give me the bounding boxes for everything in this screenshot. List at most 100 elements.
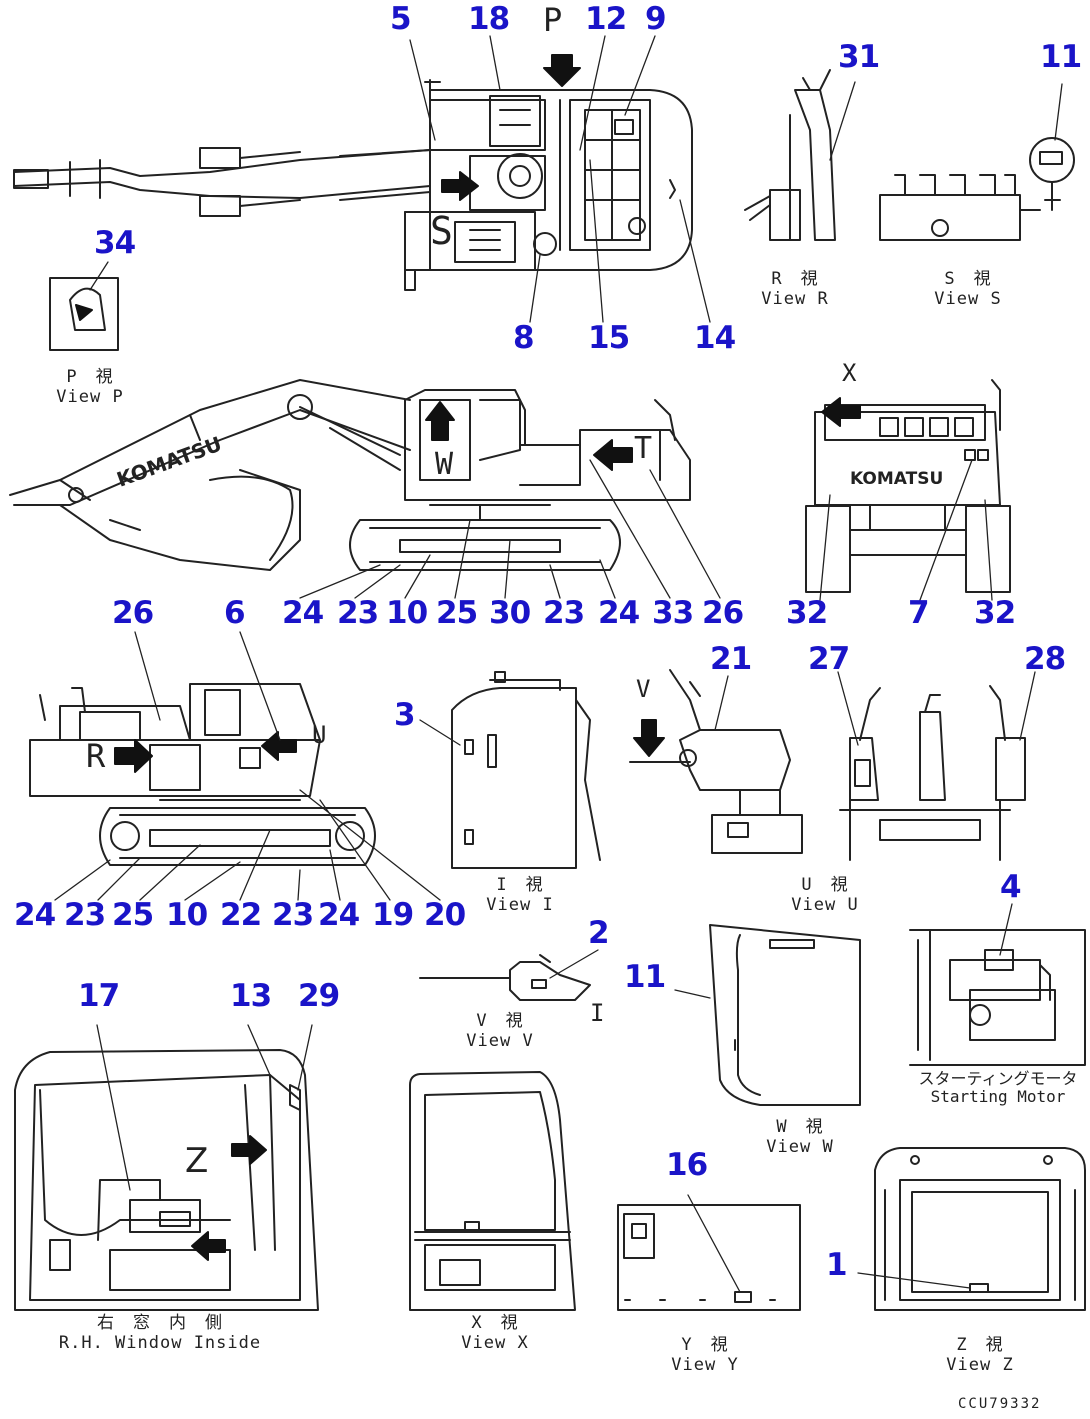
callout-26-b: 26 bbox=[112, 595, 154, 631]
arrow-letter-i: I bbox=[590, 999, 606, 1027]
label-view-z-en: View Z bbox=[946, 1354, 1014, 1375]
label-starting-motor-jp: スターティングモータ bbox=[918, 1069, 1078, 1088]
callout-6: 6 bbox=[224, 595, 246, 631]
callout-34: 34 bbox=[94, 225, 136, 261]
callout-23-c: 23 bbox=[64, 897, 106, 933]
arrow-letter-w: W bbox=[435, 447, 455, 482]
view-z-drawing bbox=[857, 1147, 1086, 1311]
callout-12: 12 bbox=[585, 1, 627, 37]
label-view-y-en: View Y bbox=[671, 1354, 739, 1375]
label-view-r-en: View R bbox=[761, 288, 829, 309]
callout-23-a: 23 bbox=[337, 595, 379, 631]
callout-24-c: 24 bbox=[14, 897, 56, 933]
label-view-x: X 視 View X bbox=[440, 1313, 550, 1353]
callout-7: 7 bbox=[908, 595, 930, 631]
callout-25-a: 25 bbox=[436, 595, 478, 631]
callout-11-bottom: 11 bbox=[624, 959, 666, 995]
callout-10-b: 10 bbox=[166, 897, 208, 933]
label-view-w-en: View W bbox=[766, 1136, 834, 1157]
callout-23-b: 23 bbox=[543, 595, 585, 631]
callout-27: 27 bbox=[808, 641, 850, 677]
label-view-p-jp: P 視 bbox=[66, 367, 114, 387]
view-y-drawing bbox=[617, 1194, 801, 1311]
label-view-u-en: View U bbox=[791, 894, 859, 915]
label-view-x-jp: X 視 bbox=[471, 1313, 519, 1333]
drawing-code: CCU79332 bbox=[958, 1396, 1042, 1412]
top-plan-view bbox=[13, 35, 711, 323]
callout-4: 4 bbox=[1000, 869, 1022, 905]
view-v-drawing bbox=[419, 949, 599, 1001]
levers-drawing bbox=[837, 671, 1036, 861]
callout-1: 1 bbox=[826, 1247, 848, 1283]
arrow-letter-s: S bbox=[430, 209, 454, 253]
label-view-i: I 視 View I bbox=[470, 875, 570, 915]
label-view-z: Z 視 View Z bbox=[925, 1335, 1035, 1375]
label-view-p: P 視 View P bbox=[40, 367, 140, 407]
callout-19: 19 bbox=[372, 897, 414, 933]
callout-26-a: 26 bbox=[702, 595, 744, 631]
label-view-u-jp: U 視 bbox=[801, 875, 849, 895]
label-view-x-en: View X bbox=[461, 1332, 529, 1353]
callout-15: 15 bbox=[588, 320, 630, 356]
callout-32-b: 32 bbox=[974, 595, 1016, 631]
label-view-w: W 視 View W bbox=[745, 1117, 855, 1157]
window-z-letter: Z bbox=[185, 1141, 208, 1181]
callout-24-b: 24 bbox=[598, 595, 640, 631]
callout-33: 33 bbox=[652, 595, 694, 631]
callout-20: 20 bbox=[424, 897, 466, 933]
starting-motor-drawing bbox=[909, 903, 1086, 1066]
view-w-drawing bbox=[674, 924, 861, 1106]
side-view-main: KOMATSU bbox=[9, 379, 721, 599]
label-view-i-jp: I 視 bbox=[496, 875, 544, 895]
arrow-letter-p: P bbox=[543, 1, 564, 39]
callout-9: 9 bbox=[645, 1, 667, 37]
callout-24-a: 24 bbox=[282, 595, 324, 631]
view-i-drawing bbox=[419, 671, 601, 869]
callout-16: 16 bbox=[666, 1147, 708, 1183]
label-starting-motor-en: Starting Motor bbox=[930, 1087, 1066, 1107]
window-inside-drawing: Z bbox=[14, 1024, 319, 1311]
label-view-w-jp: W 視 bbox=[776, 1117, 824, 1137]
callout-5: 5 bbox=[390, 1, 412, 37]
left-side-view bbox=[29, 631, 441, 901]
arrow-letter-r: R bbox=[86, 737, 107, 775]
label-window-inside-en: R.H. Window Inside bbox=[58, 1332, 262, 1353]
callout-18: 18 bbox=[468, 1, 510, 37]
callout-25-b: 25 bbox=[112, 897, 154, 933]
callout-17: 17 bbox=[78, 978, 120, 1014]
label-view-s: S 視 View S bbox=[918, 269, 1018, 309]
callout-8: 8 bbox=[513, 320, 535, 356]
label-view-r: R 視 View R bbox=[745, 269, 845, 309]
label-view-y-jp: Y 視 bbox=[681, 1335, 729, 1355]
arrow-letter-u: U bbox=[312, 721, 328, 749]
view-u-drawing bbox=[629, 669, 803, 854]
rear-brand-text: KOMATSU bbox=[850, 469, 943, 489]
callout-29: 29 bbox=[298, 978, 340, 1014]
callout-23-d: 23 bbox=[272, 897, 314, 933]
callout-31: 31 bbox=[838, 39, 880, 75]
callout-13: 13 bbox=[230, 978, 272, 1014]
label-view-s-en: View S bbox=[934, 288, 1002, 309]
label-view-z-jp: Z 視 bbox=[956, 1335, 1004, 1355]
rear-view-drawing: KOMATSU bbox=[805, 379, 1011, 601]
label-window-inside-jp: 右 窓 内 側 bbox=[97, 1313, 223, 1333]
label-view-y: Y 視 View Y bbox=[650, 1335, 760, 1375]
callout-2: 2 bbox=[588, 915, 610, 951]
callout-22: 22 bbox=[220, 897, 262, 933]
boom-brand-text: KOMATSU bbox=[114, 432, 225, 492]
callout-11-top: 11 bbox=[1040, 39, 1082, 75]
label-view-r-jp: R 視 bbox=[771, 269, 819, 289]
label-view-v-en: View V bbox=[466, 1030, 534, 1051]
label-view-i-en: View I bbox=[486, 894, 554, 915]
label-window-inside: 右 窓 内 側 R.H. Window Inside bbox=[30, 1313, 290, 1353]
label-starting-motor: スターティングモータ Starting Motor bbox=[906, 1069, 1090, 1107]
arrow-letter-v: V bbox=[636, 675, 652, 703]
arrow-letter-t: T bbox=[634, 431, 654, 466]
label-view-s-jp: S 視 bbox=[944, 269, 992, 289]
view-r-drawing bbox=[744, 69, 856, 241]
callout-10-a: 10 bbox=[386, 595, 428, 631]
arrow-letter-x: X bbox=[842, 359, 858, 387]
label-view-u: U 視 View U bbox=[770, 875, 880, 915]
